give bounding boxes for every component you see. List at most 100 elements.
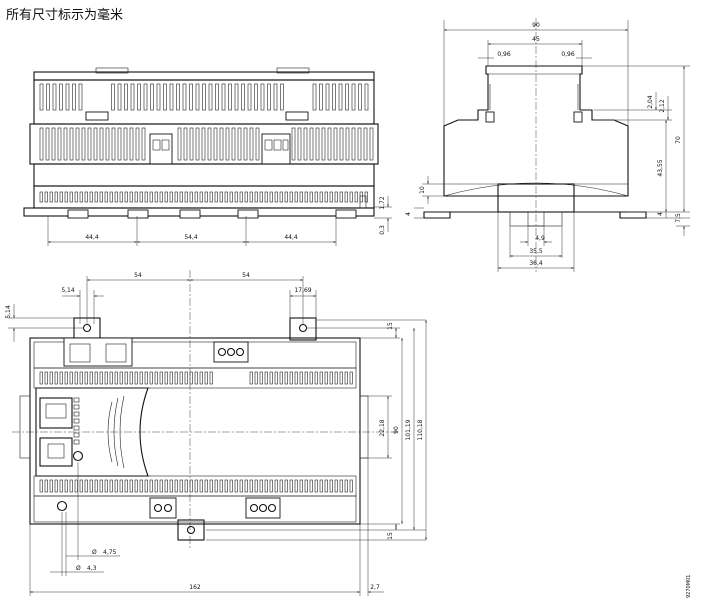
vent-slot [249, 127, 254, 161]
vent-slot [339, 371, 343, 385]
vent-slot [189, 83, 193, 111]
vent-slot [99, 479, 103, 493]
vent-slot [69, 371, 73, 385]
vent-slot [349, 371, 353, 385]
vent-slot [234, 191, 238, 203]
dim-front-4: 17,69 [294, 287, 311, 294]
vent-slot [134, 371, 138, 385]
terminal-screw [163, 503, 173, 513]
vent-slot [74, 191, 78, 203]
vent-slot [169, 83, 174, 111]
vent-slot [359, 191, 363, 203]
vent-slot [111, 83, 115, 111]
vent-slot [274, 371, 278, 385]
vent-slot [195, 127, 200, 161]
vent-slot [94, 371, 98, 385]
vent-slot [259, 191, 263, 203]
vent-slot [124, 371, 128, 385]
vent-slot [314, 371, 318, 385]
profile-latch [573, 111, 583, 123]
vent-slot [139, 479, 143, 493]
vent-slot [284, 191, 288, 203]
ethernet-port [39, 397, 73, 429]
dim-side-13: 35,5 [529, 248, 543, 255]
terminal-screw [226, 347, 236, 357]
vent-slot [234, 479, 238, 493]
vent-slot [204, 191, 208, 203]
vent-slot [329, 479, 333, 493]
dim-side-12: 4,9 [535, 235, 545, 242]
vent-slot [249, 191, 253, 203]
vent-slot [194, 191, 198, 203]
status-led [73, 397, 80, 403]
vent-slot [194, 479, 198, 493]
dim-front-15: 2,7 [370, 584, 380, 591]
dim-front-2: 54 [242, 272, 250, 279]
dim-side-2: 45 [532, 36, 540, 43]
vent-slot [344, 191, 348, 203]
dim-front-11: 15 [387, 532, 394, 540]
vent-slot [349, 191, 353, 203]
panel-groove [107, 401, 113, 463]
vent-slot [304, 191, 308, 203]
vent-slot [345, 127, 350, 161]
status-led [73, 411, 80, 417]
side-view: 90 45 0,96 0,96 70 2,04 2,12 43,55 7,5 4… [405, 18, 690, 272]
vent-slot [199, 191, 203, 203]
vent-slot [169, 191, 173, 203]
vent-slot [179, 191, 183, 203]
vent-slot [249, 371, 253, 385]
terminal-screw [161, 139, 170, 151]
terminal-screw [282, 139, 289, 151]
vent-slot [338, 83, 343, 111]
status-led [73, 439, 80, 445]
vent-slot [345, 83, 349, 111]
vent-slot [39, 127, 44, 161]
vent-slot [124, 83, 128, 111]
vent-slot [319, 479, 323, 493]
vent-slot [264, 479, 268, 493]
vent-slot [221, 83, 226, 111]
vent-slot [312, 83, 317, 111]
dim-front-12: 4,75 [103, 549, 117, 556]
vent-slot [247, 83, 252, 111]
vent-slot [150, 83, 154, 111]
vent-slot [79, 479, 83, 493]
vent-slot [99, 371, 103, 385]
vent-slot [104, 191, 108, 203]
dim-side-8: 43,55 [657, 159, 664, 176]
vent-slot [123, 127, 128, 161]
vent-slot [304, 371, 308, 385]
vent-slot [357, 127, 362, 161]
vent-slot [319, 371, 323, 385]
vent-slot [228, 83, 232, 111]
top-view-terminal-left [149, 133, 173, 165]
vent-slot [130, 83, 135, 111]
vent-slot [159, 191, 163, 203]
vent-slot [269, 371, 273, 385]
vent-slot [154, 371, 158, 385]
vent-slot [189, 191, 193, 203]
vent-slot [139, 191, 143, 203]
vent-slot [184, 191, 188, 203]
dim-front-6: 15 [387, 322, 394, 330]
vent-slot [94, 191, 98, 203]
vent-slot [164, 191, 168, 203]
vent-slot [177, 127, 182, 161]
terminal-bottom-right [245, 497, 281, 519]
vent-slot [260, 83, 265, 111]
vent-slot [329, 371, 333, 385]
vent-slot [89, 479, 93, 493]
vent-slot [208, 83, 213, 111]
vent-slot [174, 191, 178, 203]
vent-slot [184, 371, 188, 385]
front-view: 54 54 5,14 17,69 5,14 15 22,18 90 101,19 [5, 270, 427, 596]
dim-side-10: 4 [657, 212, 664, 216]
middle-ventilation-slots [39, 127, 374, 161]
base-ventilation-slots [39, 191, 368, 203]
side-foot-right [619, 211, 647, 219]
vent-slot [105, 127, 110, 161]
vent-slot [274, 191, 278, 203]
vent-slot [280, 83, 284, 111]
recess-inner [105, 343, 127, 363]
